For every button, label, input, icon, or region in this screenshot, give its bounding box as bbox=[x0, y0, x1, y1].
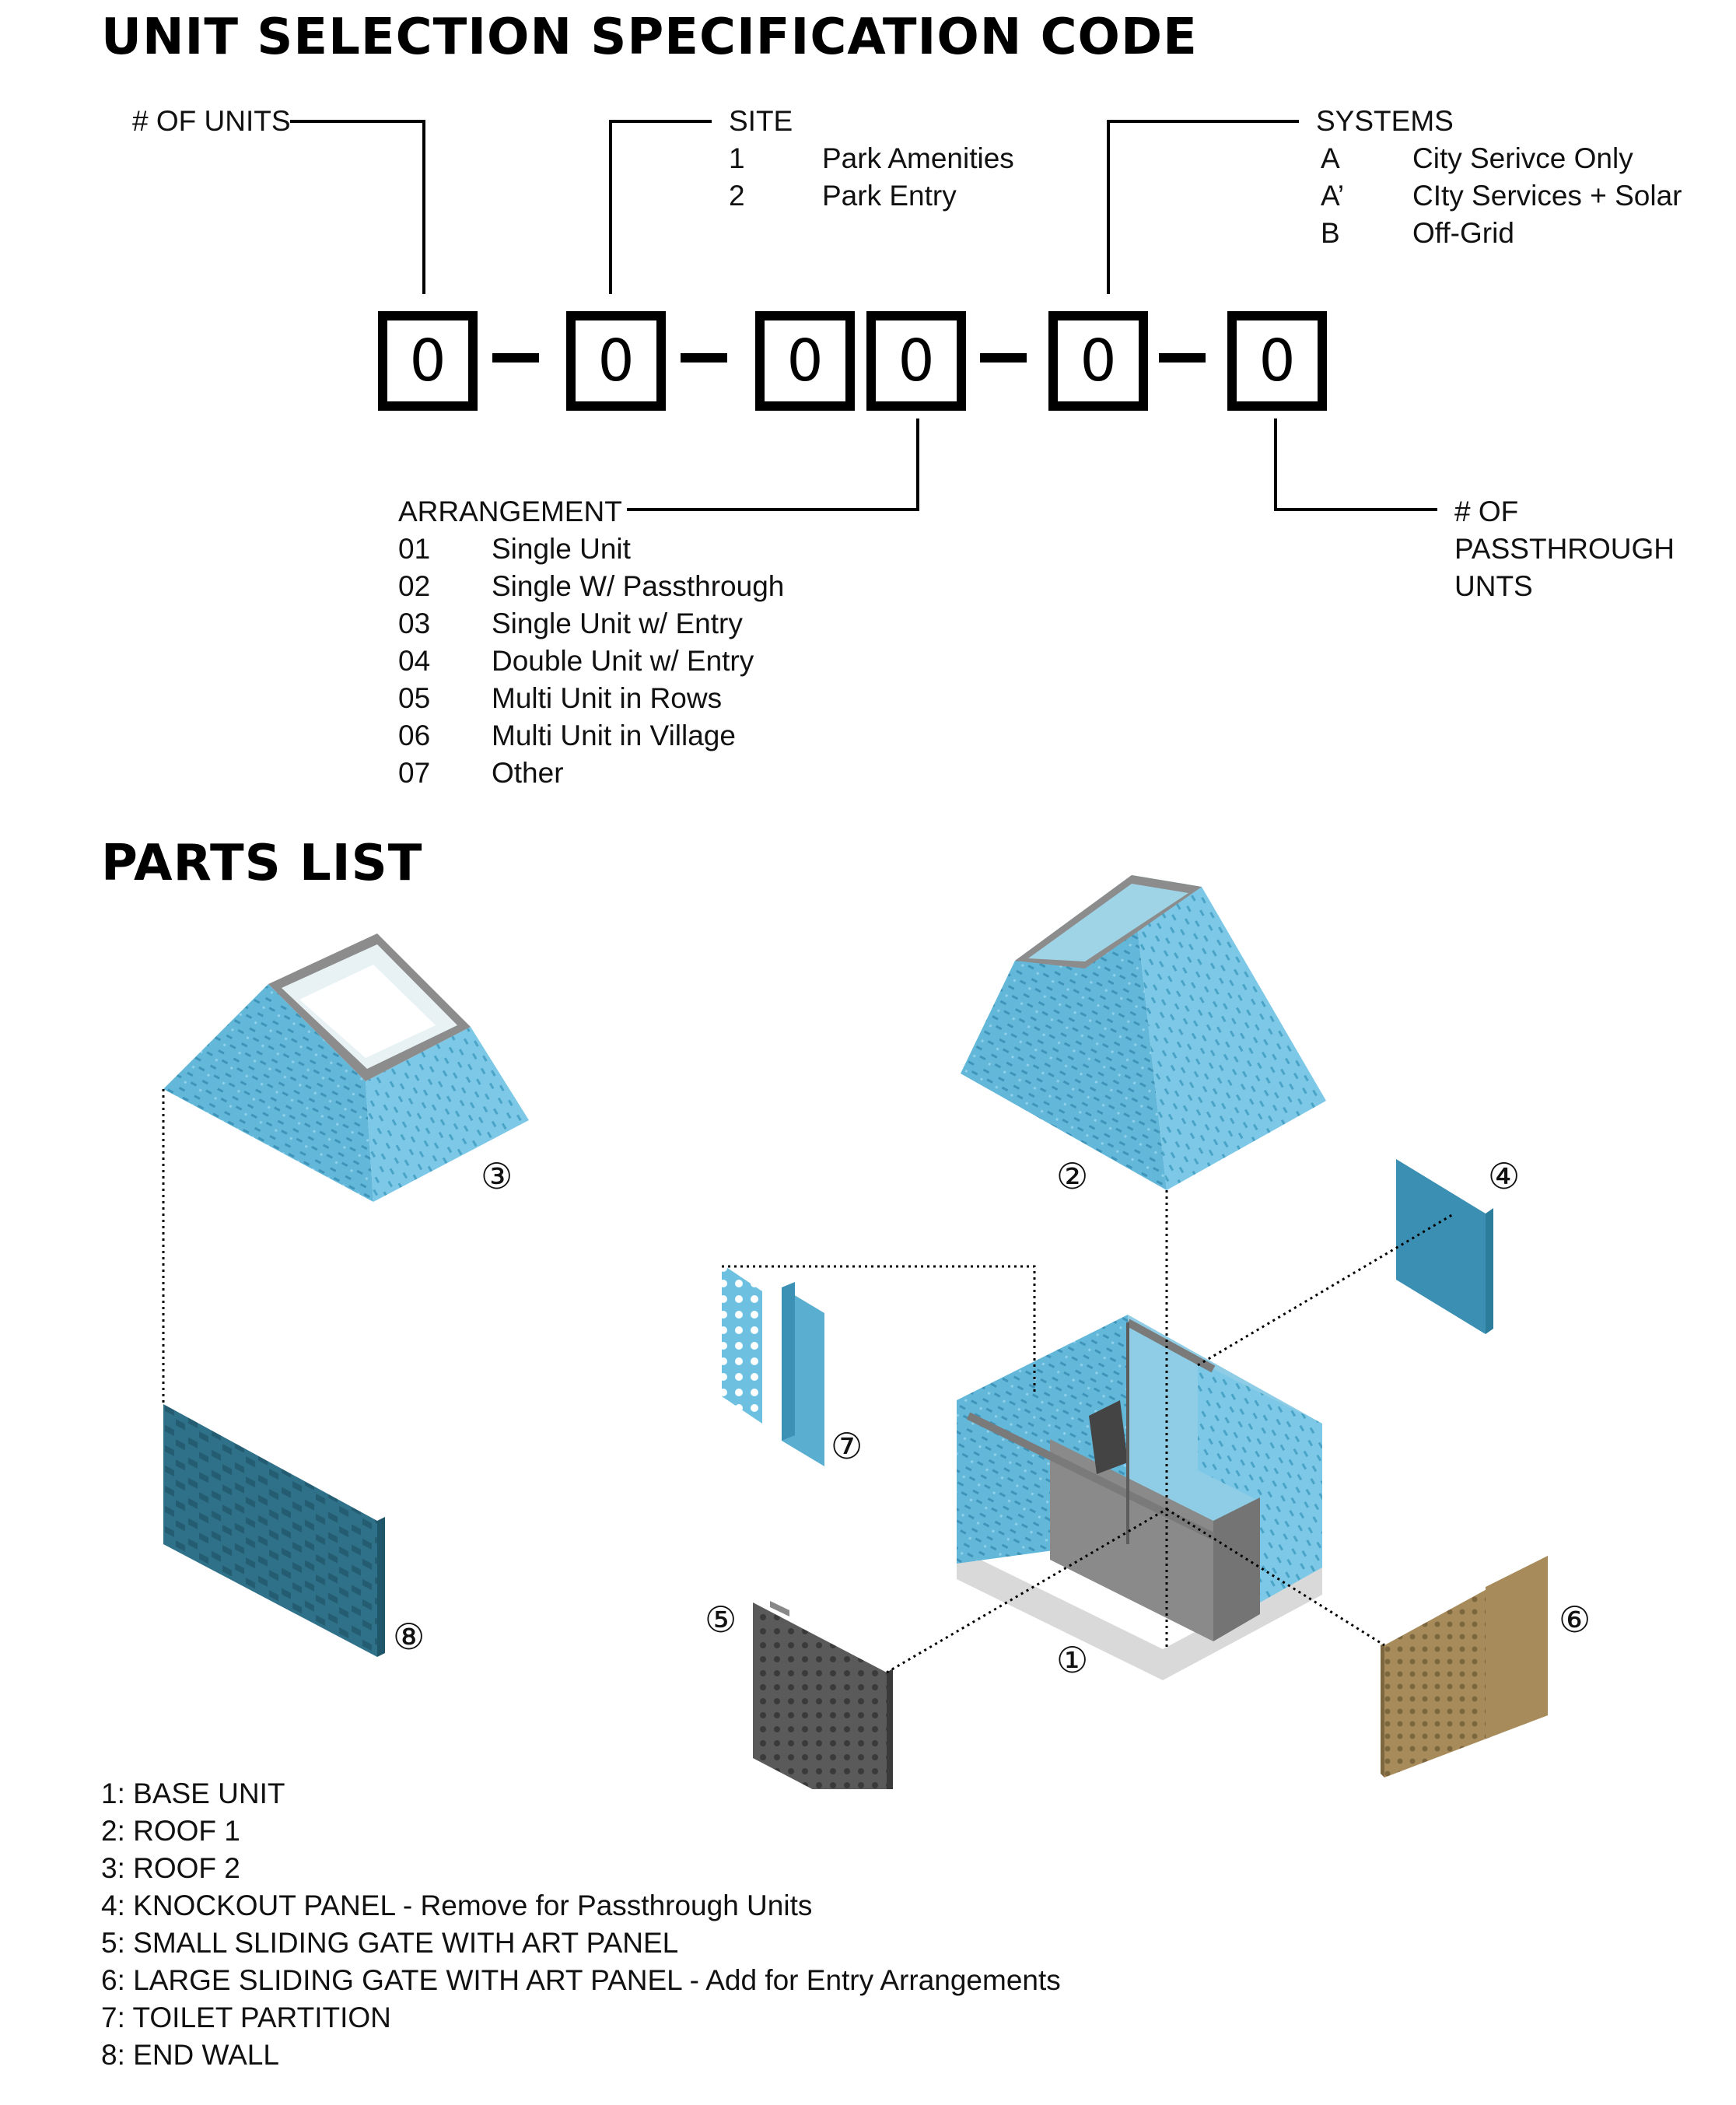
code-box-units: 0 bbox=[378, 311, 478, 411]
part-callout-1: ① bbox=[1056, 1639, 1089, 1681]
arrangement-item-key: 06 bbox=[398, 720, 431, 751]
page-title: UNIT SELECTION SPECIFICATION CODE bbox=[101, 9, 1198, 66]
systems-item-value: Off-Grid bbox=[1412, 217, 1514, 249]
arrangement-item-value: Double Unit w/ Entry bbox=[492, 645, 754, 677]
code-box-site: 0 bbox=[566, 311, 666, 411]
site-heading: SITE bbox=[729, 105, 793, 137]
systems-item-key: A’ bbox=[1321, 180, 1345, 212]
knockout-panel-part bbox=[1396, 1159, 1493, 1334]
parts-list-item: 4: KNOCKOUT PANEL - Remove for Passthrou… bbox=[101, 1890, 813, 1921]
arrangement-item-value: Single Unit bbox=[492, 533, 631, 565]
arrangement-item-value: Multi Unit in Rows bbox=[492, 682, 723, 714]
part-callout-5: ⑤ bbox=[705, 1599, 737, 1641]
code-box-systems: 0 bbox=[1048, 311, 1148, 411]
arrangement-item-value: Single Unit w/ Entry bbox=[492, 608, 743, 639]
part-callout-3: ③ bbox=[481, 1155, 513, 1197]
site-item-key: 2 bbox=[729, 180, 745, 212]
passthrough-label-line: PASSTHROUGH bbox=[1454, 533, 1675, 565]
part-callout-7: ⑦ bbox=[831, 1425, 863, 1467]
code-box-arrangement-2: 0 bbox=[866, 311, 966, 411]
part-callout-4: ④ bbox=[1488, 1155, 1521, 1197]
arrangement-heading: ARRANGEMENT bbox=[398, 496, 622, 527]
part-callout-6: ⑥ bbox=[1559, 1599, 1591, 1641]
part-callout-8: ⑧ bbox=[393, 1616, 425, 1658]
arrangement-item-key: 01 bbox=[398, 533, 431, 565]
passthrough-label-line: # OF bbox=[1454, 496, 1519, 527]
parts-list-item: 5: SMALL SLIDING GATE WITH ART PANEL bbox=[101, 1927, 679, 1959]
code-separator bbox=[1159, 353, 1206, 363]
arrangement-item-key: 03 bbox=[398, 608, 431, 639]
arrangement-item-value: Multi Unit in Village bbox=[492, 720, 736, 751]
exploded-axonometric-illustration bbox=[162, 875, 1548, 1789]
systems-item-key: A bbox=[1321, 142, 1340, 174]
code-separator bbox=[980, 353, 1027, 363]
arrangement-item-value: Other bbox=[492, 757, 564, 789]
units-label: # OF UNITS bbox=[132, 105, 291, 137]
large-sliding-gate-part bbox=[1381, 1556, 1548, 1778]
parts-list-item: 8: END WALL bbox=[101, 2039, 279, 2071]
parts-list-item: 6: LARGE SLIDING GATE WITH ART PANEL - A… bbox=[101, 1964, 1061, 1996]
parts-list-item: 3: ROOF 2 bbox=[101, 1852, 240, 1884]
code-separator bbox=[681, 353, 727, 363]
arrangement-item-key: 07 bbox=[398, 757, 431, 789]
arrangement-item-key: 04 bbox=[398, 645, 431, 677]
part-callout-2: ② bbox=[1056, 1155, 1089, 1197]
code-box-passthrough: 0 bbox=[1227, 311, 1327, 411]
base-unit-part bbox=[957, 1315, 1322, 1680]
parts-heading: PARTS LIST bbox=[101, 835, 423, 892]
arrangement-item-key: 05 bbox=[398, 682, 431, 714]
passthrough-label-line: UNTS bbox=[1454, 570, 1533, 602]
parts-list-item: 1: BASE UNIT bbox=[101, 1778, 285, 1809]
arrangement-item-value: Single W/ Passthrough bbox=[492, 570, 785, 602]
systems-item-key: B bbox=[1321, 217, 1340, 249]
systems-heading: SYSTEMS bbox=[1316, 105, 1454, 137]
small-sliding-gate-part bbox=[753, 1601, 893, 1789]
site-item-value: Park Amenities bbox=[822, 142, 1014, 174]
code-separator bbox=[492, 353, 539, 363]
arrangement-item-key: 02 bbox=[398, 570, 431, 602]
systems-item-value: City Serivce Only bbox=[1412, 142, 1633, 174]
code-leader-lines bbox=[290, 120, 1437, 511]
systems-item-value: CIty Services + Solar bbox=[1412, 180, 1682, 212]
roof-1-part bbox=[961, 875, 1326, 1190]
toilet-partition-part bbox=[722, 1264, 824, 1466]
parts-list-item: 2: ROOF 1 bbox=[101, 1815, 240, 1847]
end-wall-part bbox=[163, 1404, 385, 1657]
parts-list-item: 7: TOILET PARTITION bbox=[101, 2002, 391, 2033]
site-item-value: Park Entry bbox=[822, 180, 957, 212]
roof-2-part bbox=[163, 933, 529, 1202]
site-item-key: 1 bbox=[729, 142, 745, 174]
code-box-arrangement-1: 0 bbox=[755, 311, 855, 411]
